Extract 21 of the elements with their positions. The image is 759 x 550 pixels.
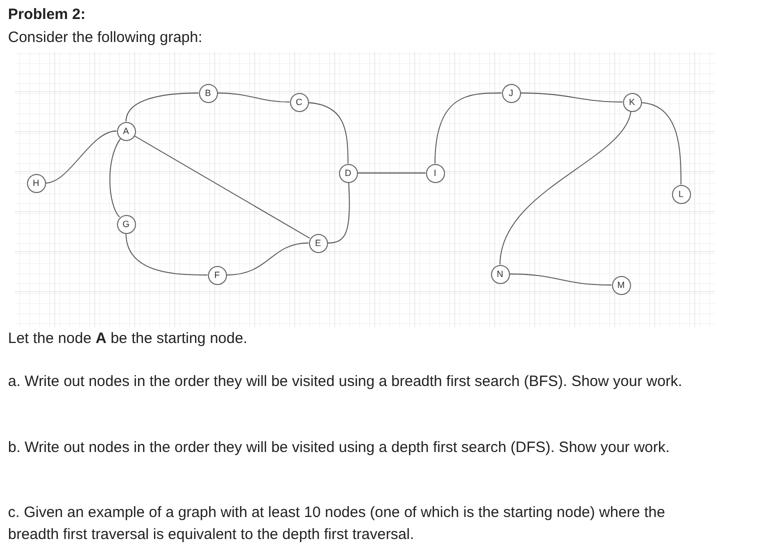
instruction-text: Let the node A be the starting node. [8,329,248,349]
graph-edge [217,92,290,102]
graph-edge [226,242,309,276]
graph-edge [109,138,121,218]
graph-edge [434,92,502,164]
graph-edge [45,130,117,184]
problem-heading: Problem 2: [8,5,86,25]
question-text: b. Write out nodes in the order they will be visited using a depth first search (DFS). Show your work. [8,438,671,458]
graph-edge [641,102,682,185]
graph-edge [509,274,612,286]
question-text: a. Write out nodes in the order they will be visited using a breadth first search (BFS). Show your work. [8,372,684,392]
graph-edge [126,233,208,276]
graph-edge [134,135,310,239]
graph-edge [500,110,632,265]
graph-edge [308,102,348,164]
question-text: c. Given an example of a graph with at least 10 nodes (one of which is the starting node) where the breadth first traversal is equivalent to the depth first traversal. [8,503,666,545]
graph-edge [327,182,350,244]
intro-text: Consider the following graph: [8,28,202,48]
graph-edge [520,92,623,102]
graph-edge [126,92,199,122]
graph-edge [357,172,426,174]
